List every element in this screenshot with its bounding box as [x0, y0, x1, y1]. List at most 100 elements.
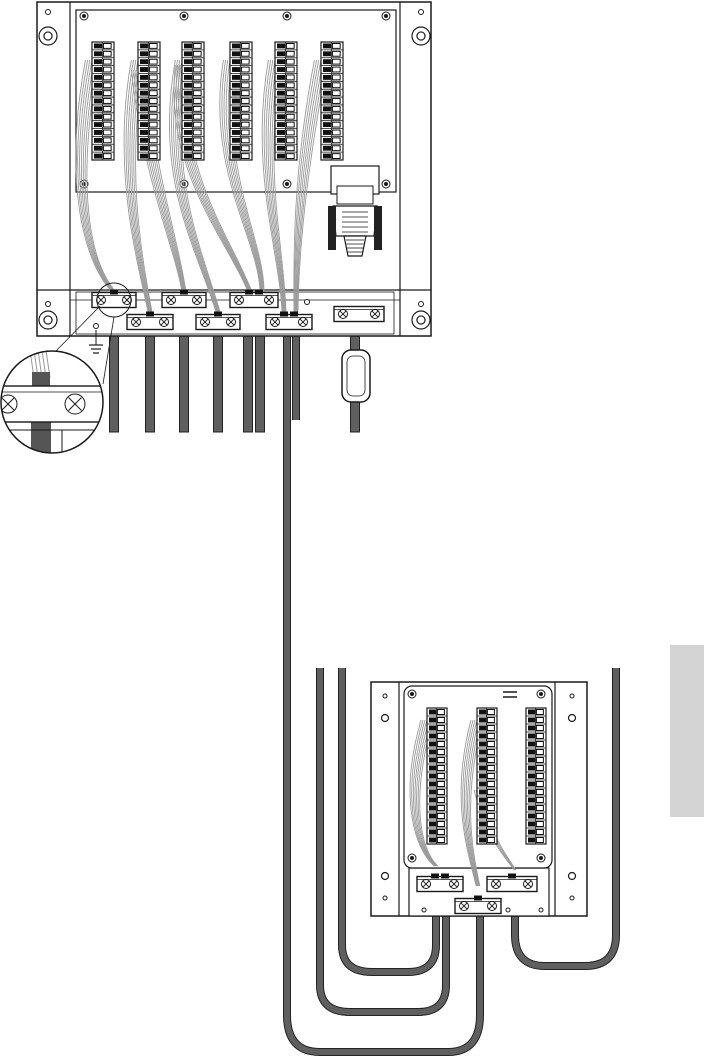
connector-shell [337, 186, 373, 204]
terminal-opening [332, 75, 340, 80]
terminal-lever [232, 138, 240, 143]
terminal-lever [528, 830, 536, 835]
terminal-lever [140, 67, 148, 72]
terminal-opening [286, 106, 294, 111]
terminal-opening [437, 742, 444, 747]
terminal-lever [140, 59, 148, 64]
terminal-opening [103, 44, 111, 49]
terminal-opening [437, 718, 444, 723]
terminal-lever [184, 59, 192, 64]
mount-screw-center [410, 856, 414, 860]
terminal-opening [332, 122, 340, 127]
terminal-lever [429, 790, 437, 795]
terminal-opening [332, 154, 340, 159]
terminal-opening [332, 51, 340, 56]
terminal-opening [437, 766, 444, 771]
terminal-lever [184, 91, 192, 96]
terminal-lever [323, 138, 331, 143]
terminal-lever [277, 114, 285, 119]
clamp-grip [441, 874, 449, 879]
terminal-opening [149, 106, 157, 111]
terminal-opening [149, 99, 157, 104]
terminal-opening [536, 838, 543, 843]
terminal-lever [184, 67, 192, 72]
terminal-lever [184, 138, 192, 143]
lower-clamp-2 [487, 874, 537, 892]
lower-rail-pin [539, 908, 543, 912]
terminal-opening [193, 44, 201, 49]
upper-clamp-5 [196, 312, 240, 330]
terminal-lever [232, 146, 240, 151]
lower-ear-pin [383, 896, 387, 900]
terminal-opening [536, 766, 543, 771]
terminal-opening [487, 798, 494, 803]
upper-clamp-serial [334, 307, 384, 322]
terminal-opening [536, 790, 543, 795]
clamp-grip [431, 874, 439, 879]
terminal-lever [232, 83, 240, 88]
terminal-lever [140, 154, 148, 159]
terminal-lever [140, 114, 148, 119]
terminal-opening [103, 99, 111, 104]
terminal-lever [94, 146, 102, 151]
terminal-lever [429, 750, 437, 755]
terminal-opening [487, 734, 494, 739]
terminal-lever [277, 44, 285, 49]
terminal-lever [323, 114, 331, 119]
terminal-opening [149, 130, 157, 135]
mount-screw-center [410, 692, 414, 696]
terminal-lever [323, 106, 331, 111]
upper-enclosure [37, 2, 431, 402]
terminal-opening [286, 138, 294, 143]
terminal-opening [286, 59, 294, 64]
terminal-opening [536, 806, 543, 811]
terminal-lever [140, 138, 148, 143]
upper-clamp-2 [162, 290, 206, 308]
upper-clamp-6 [266, 312, 312, 330]
terminal-opening [149, 146, 157, 151]
terminal-lever [429, 822, 437, 827]
terminal-lever [323, 154, 331, 159]
terminal-opening [103, 67, 111, 72]
terminal-opening [437, 750, 444, 755]
terminal-opening [487, 790, 494, 795]
terminal-lever [277, 154, 285, 159]
terminal-opening [536, 822, 543, 827]
connector-screw-right [374, 206, 382, 250]
terminal-lever [232, 44, 240, 49]
terminal-opening [193, 114, 201, 119]
terminal-lever [232, 154, 240, 159]
terminal-opening [437, 726, 444, 731]
terminal-lever [323, 51, 331, 56]
terminal-opening [193, 154, 201, 159]
terminal-lever [528, 782, 536, 787]
terminal-opening [437, 774, 444, 779]
terminal-opening [332, 146, 340, 151]
terminal-opening [193, 146, 201, 151]
terminal-opening [487, 726, 494, 731]
terminal-opening [487, 782, 494, 787]
terminal-lever [429, 830, 437, 835]
terminal-lever [479, 750, 487, 755]
terminal-lever [140, 91, 148, 96]
terminal-lever [277, 59, 285, 64]
terminal-lever [277, 130, 285, 135]
lower-mount-hole [382, 715, 389, 722]
terminal-opening [536, 814, 543, 819]
inset-cable-bottom [31, 420, 51, 460]
terminal-opening [536, 742, 543, 747]
terminal-lever [429, 766, 437, 771]
terminal-opening [241, 154, 249, 159]
terminal-lever [479, 734, 487, 739]
terminal-lever [184, 106, 192, 111]
terminal-lever [528, 806, 536, 811]
upper-clamp-3 [230, 290, 278, 308]
terminal-lever [528, 790, 536, 795]
ground-stud [94, 324, 99, 329]
terminal-lever [277, 83, 285, 88]
terminal-opening [286, 146, 294, 151]
terminal-opening [241, 83, 249, 88]
terminal-lever [232, 67, 240, 72]
terminal-opening [332, 114, 340, 119]
upper-terminal-block [321, 42, 343, 160]
